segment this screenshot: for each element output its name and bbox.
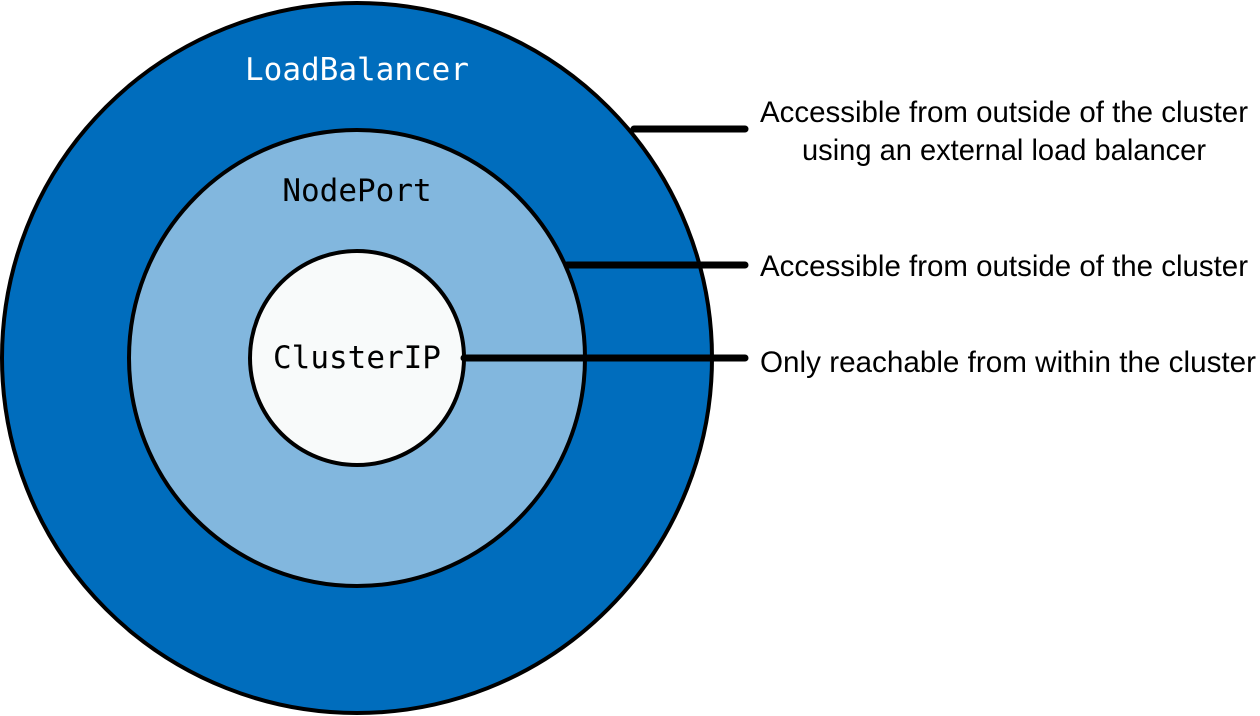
loadbalancer-callout-line2: using an external load balancer (802, 134, 1206, 167)
nodeport-callout: Accessible from outside of the cluster (760, 250, 1248, 283)
loadbalancer-callout-line1: Accessible from outside of the cluster (760, 96, 1248, 129)
clusterip-label: ClusterIP (273, 340, 441, 376)
loadbalancer-label: LoadBalancer (245, 52, 469, 88)
clusterip-callout: Only reachable from within the cluster (760, 346, 1256, 379)
nodeport-label: NodePort (282, 173, 431, 209)
